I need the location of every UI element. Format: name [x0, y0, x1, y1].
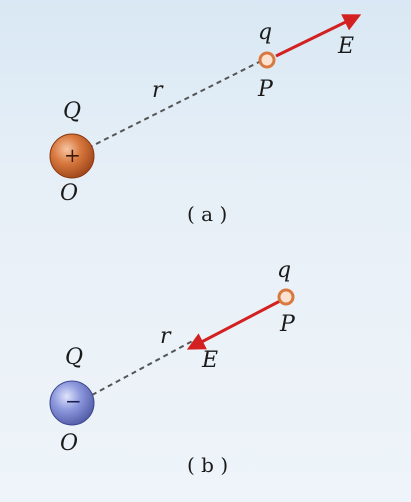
panel-b	[49, 288, 295, 426]
caption-b: ( b )	[187, 453, 229, 477]
test-charge-a	[258, 51, 276, 69]
origin-label-a: O	[60, 181, 79, 206]
distance-label-a: r	[152, 78, 163, 103]
plus-sign: +	[64, 143, 81, 167]
distance-label-b: r	[160, 324, 171, 349]
distance-line-a	[87, 61, 260, 149]
origin-label-b: O	[60, 431, 79, 456]
source-charge-label-a: Q	[63, 99, 82, 124]
source-charge-label-b: Q	[65, 345, 84, 370]
test-charge-label-a: q	[258, 20, 273, 45]
test-charge-label-b: q	[277, 258, 292, 283]
point-label-b: P	[280, 312, 295, 337]
panel-a	[49, 14, 362, 179]
field-label-b: E	[202, 348, 219, 373]
field-label-a: E	[338, 34, 355, 59]
minus-sign: −	[65, 389, 82, 413]
field-arrow-a	[275, 14, 362, 58]
test-charge-b	[277, 288, 295, 306]
point-label-a: P	[258, 77, 273, 102]
caption-a: ( a )	[187, 202, 228, 226]
field-arrow-b	[186, 299, 281, 350]
positive-charge-sphere	[49, 133, 95, 179]
negative-charge-sphere	[49, 380, 95, 426]
distance-line-b	[91, 336, 201, 396]
